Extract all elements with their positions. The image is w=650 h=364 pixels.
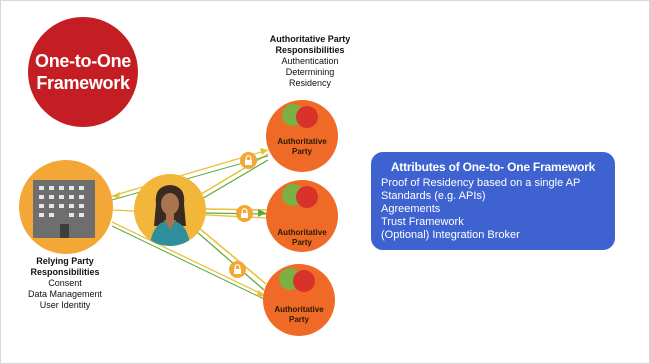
connector-person-ap2-green bbox=[204, 212, 267, 215]
rp-item-user-identity: User Identity bbox=[39, 300, 91, 310]
connector-person-ap1-green bbox=[199, 159, 269, 201]
arrow-head-1 bbox=[112, 192, 120, 199]
attribute-item: Standards (e.g. APIs) bbox=[381, 190, 486, 202]
ap3-line-1: Authoritative bbox=[274, 305, 324, 314]
ap3-line-2: Party bbox=[288, 315, 309, 324]
rp-heading-line-2: Responsibilities bbox=[30, 267, 100, 277]
attribute-item: Proof of Residency based on a single AP bbox=[381, 177, 581, 189]
connector-person-ap2-yellow bbox=[204, 208, 267, 211]
attributes-box: Attributes of One-to- One Framework Proo… bbox=[371, 152, 615, 250]
title-circle: One-to-One Framework bbox=[28, 17, 138, 127]
authoritative-party-label-3: Authoritative Party bbox=[263, 305, 335, 325]
lock-icon bbox=[240, 152, 257, 169]
person-circle bbox=[134, 174, 206, 246]
authoritative-party-responsibilities: Authoritative Party Responsibilities Aut… bbox=[255, 34, 365, 89]
ap1-line-1: Authoritative bbox=[277, 137, 327, 146]
ap1-line-2: Party bbox=[291, 147, 312, 156]
attribute-item: Trust Framework bbox=[381, 216, 464, 228]
ap-item-determining: Determining bbox=[285, 67, 335, 77]
title-line-2: Framework bbox=[36, 73, 130, 93]
attributes-title: Attributes of One-to- One Framework bbox=[390, 160, 596, 174]
lock-icon bbox=[229, 261, 246, 278]
ap-heading-line-1: Authoritative Party bbox=[269, 34, 351, 44]
arrow-head-2 bbox=[260, 148, 268, 155]
person-icon bbox=[150, 185, 190, 246]
connector-person-ap3-yellow bbox=[198, 227, 267, 285]
connector-rp-ap3-yellow bbox=[111, 221, 267, 297]
thumbs-icon-2 bbox=[282, 182, 322, 208]
ap2-line-2: Party bbox=[291, 238, 312, 247]
rp-item-consent: Consent bbox=[48, 278, 82, 288]
thumbs-icon-1 bbox=[282, 102, 322, 128]
ap2-line-1: Authoritative bbox=[277, 228, 327, 237]
ap-item-residency: Residency bbox=[288, 78, 332, 88]
authoritative-party-label-1: Authoritative Party bbox=[266, 137, 338, 157]
thumbs-down-icon bbox=[296, 106, 318, 128]
ap-item-authentication: Authentication bbox=[281, 56, 339, 66]
ap-heading-line-2: Responsibilities bbox=[275, 45, 345, 55]
thumbs-down-icon bbox=[296, 186, 318, 208]
building-icon bbox=[33, 180, 95, 238]
attribute-item: Agreements bbox=[381, 203, 441, 215]
lock-icon bbox=[236, 205, 253, 222]
authoritative-party-label-2: Authoritative Party bbox=[266, 228, 338, 248]
rp-heading-line-1: Relying Party bbox=[36, 256, 94, 266]
arrow-head-3 bbox=[258, 209, 266, 217]
title-line-1: One-to-One bbox=[35, 51, 131, 71]
rp-item-data-management: Data Management bbox=[27, 289, 103, 299]
relying-party-responsibilities: Relying Party Responsibilities Consent D… bbox=[10, 256, 120, 311]
connector-rp-ap3-green bbox=[111, 225, 267, 301]
thumbs-down-icon bbox=[293, 270, 315, 292]
attribute-item: (Optional) Integration Broker bbox=[381, 229, 520, 241]
thumbs-icon-3 bbox=[279, 266, 319, 292]
connector-person-ap3-green bbox=[196, 231, 265, 291]
